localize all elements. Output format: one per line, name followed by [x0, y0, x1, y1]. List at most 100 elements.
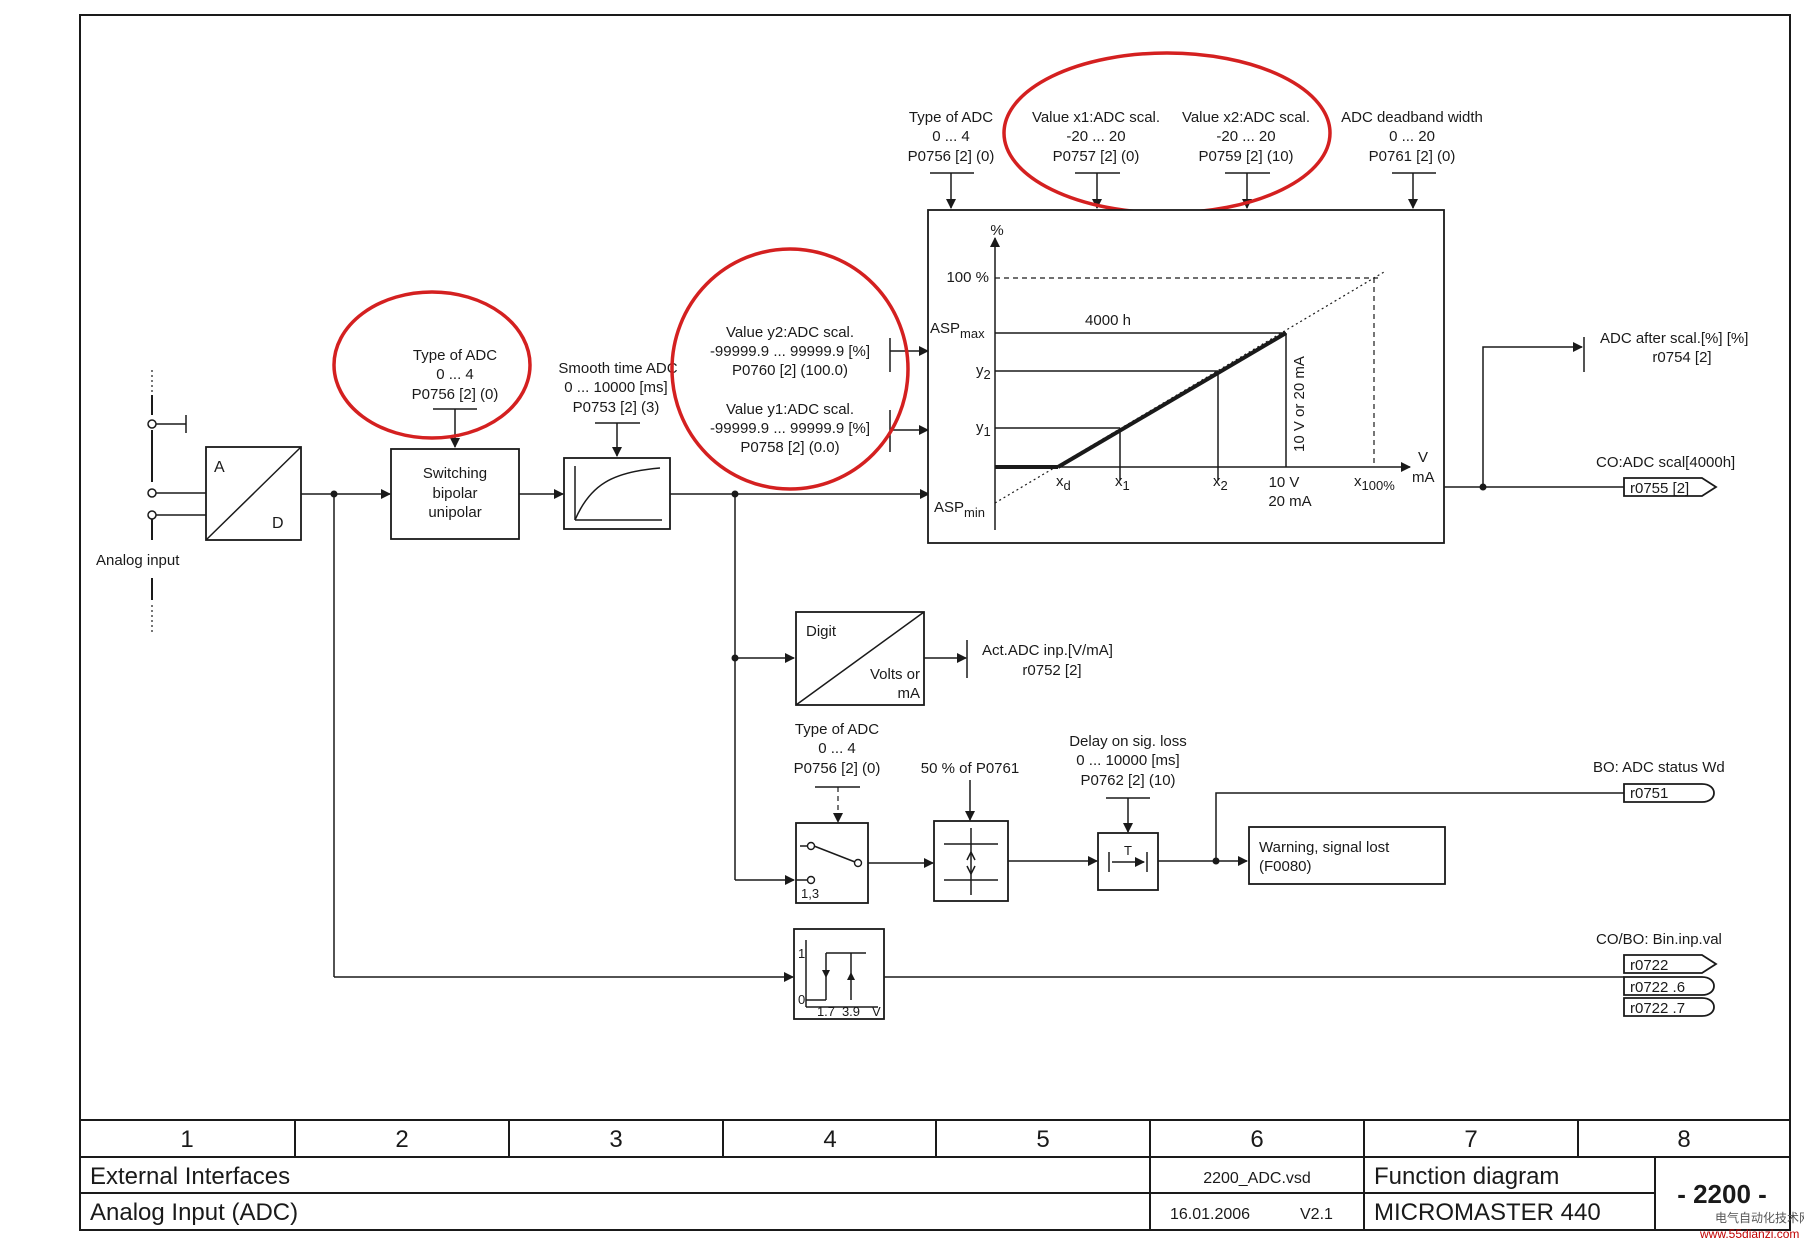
selector-type-param: P0756 [2] (0)	[794, 760, 881, 777]
graph-v-unit: V	[1418, 449, 1428, 466]
selector-position-label: 1,3	[801, 886, 819, 901]
act-adc-param: r0752 [2]	[1022, 662, 1081, 679]
hysteresis-v-label: V	[872, 1004, 881, 1019]
act-adc-title: Act.ADC inp.[V/mA]	[982, 642, 1113, 659]
deadband-range: 0 ... 20	[1389, 128, 1435, 145]
graph-vertical-label: 10 V or 20 mA	[1291, 356, 1308, 452]
graph-asp-min-label: ASPmin	[934, 499, 985, 520]
footer-file: 2200_ADC.vsd	[1203, 1170, 1311, 1187]
graph-x100-label: x100%	[1354, 473, 1395, 493]
graph-x1-label: x1	[1115, 473, 1130, 493]
digit-ma-label: mA	[898, 685, 921, 702]
graph-20ma-label: 20 mA	[1268, 493, 1311, 510]
switching-type-title: Type of ADC	[413, 347, 497, 364]
footer-column-numbers: 1 2 3 4 5 6 7 8	[180, 1126, 1690, 1153]
highlight-circle-x-values	[1002, 51, 1332, 215]
highlight-circle-switching	[332, 290, 532, 440]
x1-param: P0757 [2] (0)	[1053, 148, 1140, 165]
bin-output-param-1: r0722	[1630, 957, 1668, 974]
bin-output-param-2: r0722 .6	[1630, 979, 1685, 996]
footer-col-4: 4	[823, 1126, 836, 1153]
hysteresis-threshold-high: 3.9	[842, 1004, 860, 1019]
highlight-circle-y-values	[670, 247, 910, 491]
footer-grid	[80, 1119, 1790, 1230]
switching-line3: unipolar	[428, 504, 481, 521]
smoothing-title: Smooth time ADC	[558, 360, 677, 377]
footer-page-number: - 2200 -	[1677, 1179, 1767, 1209]
signal-to-status	[1215, 792, 1624, 861]
graph-y1-label: y1	[976, 419, 991, 439]
y1-range: -99999.9 ... 99999.9 [%]	[710, 420, 870, 437]
x2-range: -20 ... 20	[1216, 128, 1275, 145]
switching-type-param: P0756 [2] (0)	[412, 386, 499, 403]
analog-input-terminal	[147, 370, 206, 635]
footer-group: External Interfaces	[90, 1163, 290, 1190]
selector-type-range: 0 ... 4	[818, 740, 856, 757]
warning-line1: Warning, signal lost	[1259, 839, 1390, 856]
x1-range: -20 ... 20	[1066, 128, 1125, 145]
watermark-line2: www.55dianzi.com	[1699, 1227, 1799, 1241]
deadband-title: ADC deadband width	[1341, 109, 1483, 126]
bin-output-param-3: r0722 .7	[1630, 1000, 1685, 1017]
deadband-50-label: 50 % of P0761	[921, 760, 1019, 777]
selector-switch-icon	[796, 841, 863, 885]
status-output-connector	[1623, 783, 1715, 803]
status-output-param: r0751	[1630, 785, 1668, 802]
digit-label: Digit	[806, 623, 837, 640]
y1-param: P0758 [2] (0.0)	[740, 439, 839, 456]
scal-output-connector	[1623, 477, 1718, 497]
watermark-line1: 电气自动化技术网	[1715, 1210, 1804, 1225]
smoothing-range: 0 ... 10000 [ms]	[564, 379, 667, 396]
graph-characteristic	[1056, 331, 1288, 469]
top-type-range: 0 ... 4	[932, 128, 970, 145]
footer-version: V2.1	[1300, 1206, 1333, 1223]
delay-param: P0762 [2] (10)	[1080, 772, 1175, 789]
status-output-title: BO: ADC status Wd	[1593, 759, 1725, 776]
delay-range: 0 ... 10000 [ms]	[1076, 752, 1179, 769]
hysteresis-block	[793, 928, 885, 1020]
footer-col-7: 7	[1464, 1126, 1477, 1153]
signal-to-after-scal	[1482, 342, 1583, 487]
y2-range: -99999.9 ... 99999.9 [%]	[710, 343, 870, 360]
graph-y2-label: y2	[976, 362, 991, 382]
footer-col-2: 2	[395, 1126, 408, 1153]
ad-converter-a-label: A	[214, 459, 225, 476]
footer-kind: Function diagram	[1374, 1163, 1559, 1190]
deadband-param: P0761 [2] (0)	[1369, 148, 1456, 165]
top-type-param: P0756 [2] (0)	[908, 148, 995, 165]
hysteresis-one: 1	[798, 946, 805, 961]
after-scal-title: ADC after scal.[%] [%]	[1600, 330, 1748, 347]
graph-10v-label: 10 V	[1269, 474, 1300, 491]
graph-ma-unit: mA	[1412, 469, 1435, 486]
bin-output-connector-1	[1623, 954, 1718, 974]
y2-param: P0760 [2] (100.0)	[732, 362, 848, 379]
scaling-graph-box	[927, 209, 1445, 544]
footer-col-3: 3	[609, 1126, 622, 1153]
bin-output-title: CO/BO: Bin.inp.val	[1596, 931, 1722, 948]
x2-title: Value x2:ADC scal.	[1182, 109, 1310, 126]
switching-line1: Switching	[423, 465, 487, 482]
hysteresis-icon	[805, 940, 878, 1008]
graph-x2-label: x2	[1213, 473, 1228, 493]
warning-box	[1248, 826, 1446, 885]
deadband-comparator-icon	[944, 828, 998, 895]
footer-product: MICROMASTER 440	[1374, 1199, 1601, 1226]
footer-col-5: 5	[1036, 1126, 1049, 1153]
x2-param: P0759 [2] (10)	[1198, 148, 1293, 165]
graph-percent-label: %	[990, 222, 1003, 239]
delay-title: Delay on sig. loss	[1069, 733, 1187, 750]
smoothing-block	[563, 457, 671, 530]
footer-title: Analog Input (ADC)	[90, 1199, 298, 1226]
hysteresis-zero: 0	[798, 992, 805, 1007]
warning-line2: (F0080)	[1259, 858, 1312, 875]
smoothing-param: P0753 [2] (3)	[573, 399, 660, 416]
delay-tau-label: T	[1124, 843, 1132, 858]
after-scal-param: r0754 [2]	[1652, 349, 1711, 366]
ad-converter-block	[205, 446, 302, 541]
top-type-title: Type of ADC	[909, 109, 993, 126]
ad-converter-d-label: D	[272, 515, 284, 532]
bin-output-connector-2	[1623, 976, 1715, 996]
scal-output-param: r0755 [2]	[1630, 480, 1689, 497]
scal-output-title: CO:ADC scal[4000h]	[1596, 454, 1735, 471]
